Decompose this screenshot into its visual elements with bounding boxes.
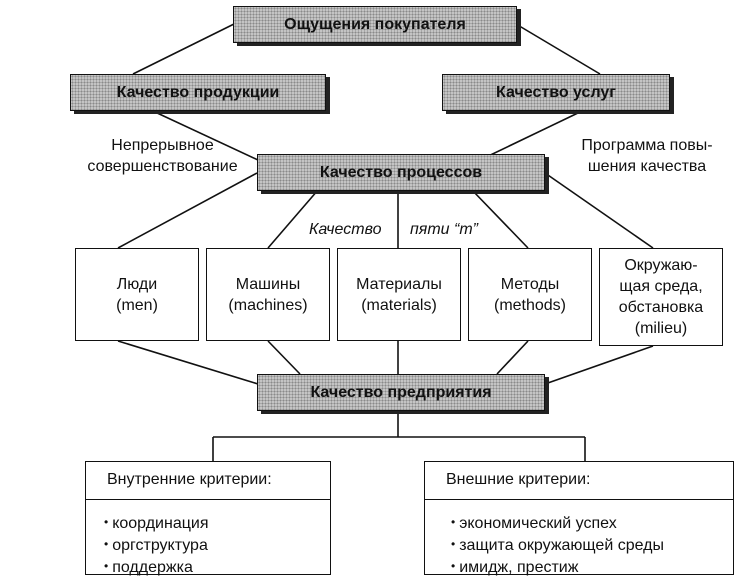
enterprise-quality-label: Качество предприятия xyxy=(310,383,492,401)
product-quality-label: Качество продукции xyxy=(116,83,280,101)
factor-box-milieu: Окружаю- щая среда, обстановка (milieu) xyxy=(599,248,723,346)
external-criteria-item: защита окружающей среды xyxy=(451,535,664,557)
factor-milieu-label: Окружаю- щая среда, обстановка (milieu) xyxy=(618,257,704,337)
process-quality-label: Качество процессов xyxy=(319,163,483,181)
internal-criteria-list: координация оргструктура поддержка xyxy=(104,513,208,579)
factor-box-materials: Материалы (materials) xyxy=(337,248,461,341)
enterprise-quality-box: Качество предприятия xyxy=(257,374,545,411)
internal-criteria-item: координация xyxy=(104,513,208,535)
external-criteria-title: Внешние критерии: xyxy=(446,471,591,488)
factor-box-men: Люди (men) xyxy=(75,248,199,341)
customer-perception-box: Ощущения покупателя xyxy=(233,6,517,43)
internal-criteria-divider xyxy=(86,499,330,500)
factor-men-label: Люди (men) xyxy=(116,275,158,314)
factor-materials-label: Материалы (materials) xyxy=(356,275,442,314)
external-criteria-divider xyxy=(425,499,733,500)
internal-criteria-box: Внутренние критерии: координация оргстру… xyxy=(85,461,331,576)
external-criteria-box: Внешние критерии: экономический успех за… xyxy=(424,461,734,576)
external-criteria-list: экономический успех защита окружающей ср… xyxy=(451,513,664,579)
quality-program-label: Программа повы- шения качества xyxy=(581,137,713,175)
factor-box-methods: Методы (methods) xyxy=(468,248,592,341)
five-m-label-right: пяти “m” xyxy=(410,221,479,238)
internal-criteria-title: Внутренние критерии: xyxy=(107,471,272,488)
external-criteria-item: имидж, престиж xyxy=(451,557,664,579)
factor-methods-label: Методы (methods) xyxy=(493,275,567,314)
process-quality-box: Качество процессов xyxy=(257,154,545,191)
customer-perception-label: Ощущения покупателя xyxy=(284,15,466,33)
service-quality-box: Качество услуг xyxy=(442,74,670,111)
factor-machines-label: Машины (machines) xyxy=(228,275,308,314)
internal-criteria-item: поддержка xyxy=(104,557,208,579)
five-m-label-left: Качество xyxy=(309,221,382,238)
internal-criteria-item: оргструктура xyxy=(104,535,208,557)
continuous-improvement-label: Непрерывное совершенствование xyxy=(87,137,238,175)
service-quality-label: Качество услуг xyxy=(496,83,616,101)
external-criteria-item: экономический успех xyxy=(451,513,664,535)
product-quality-box: Качество продукции xyxy=(70,74,326,111)
factor-box-machines: Машины (machines) xyxy=(206,248,330,341)
